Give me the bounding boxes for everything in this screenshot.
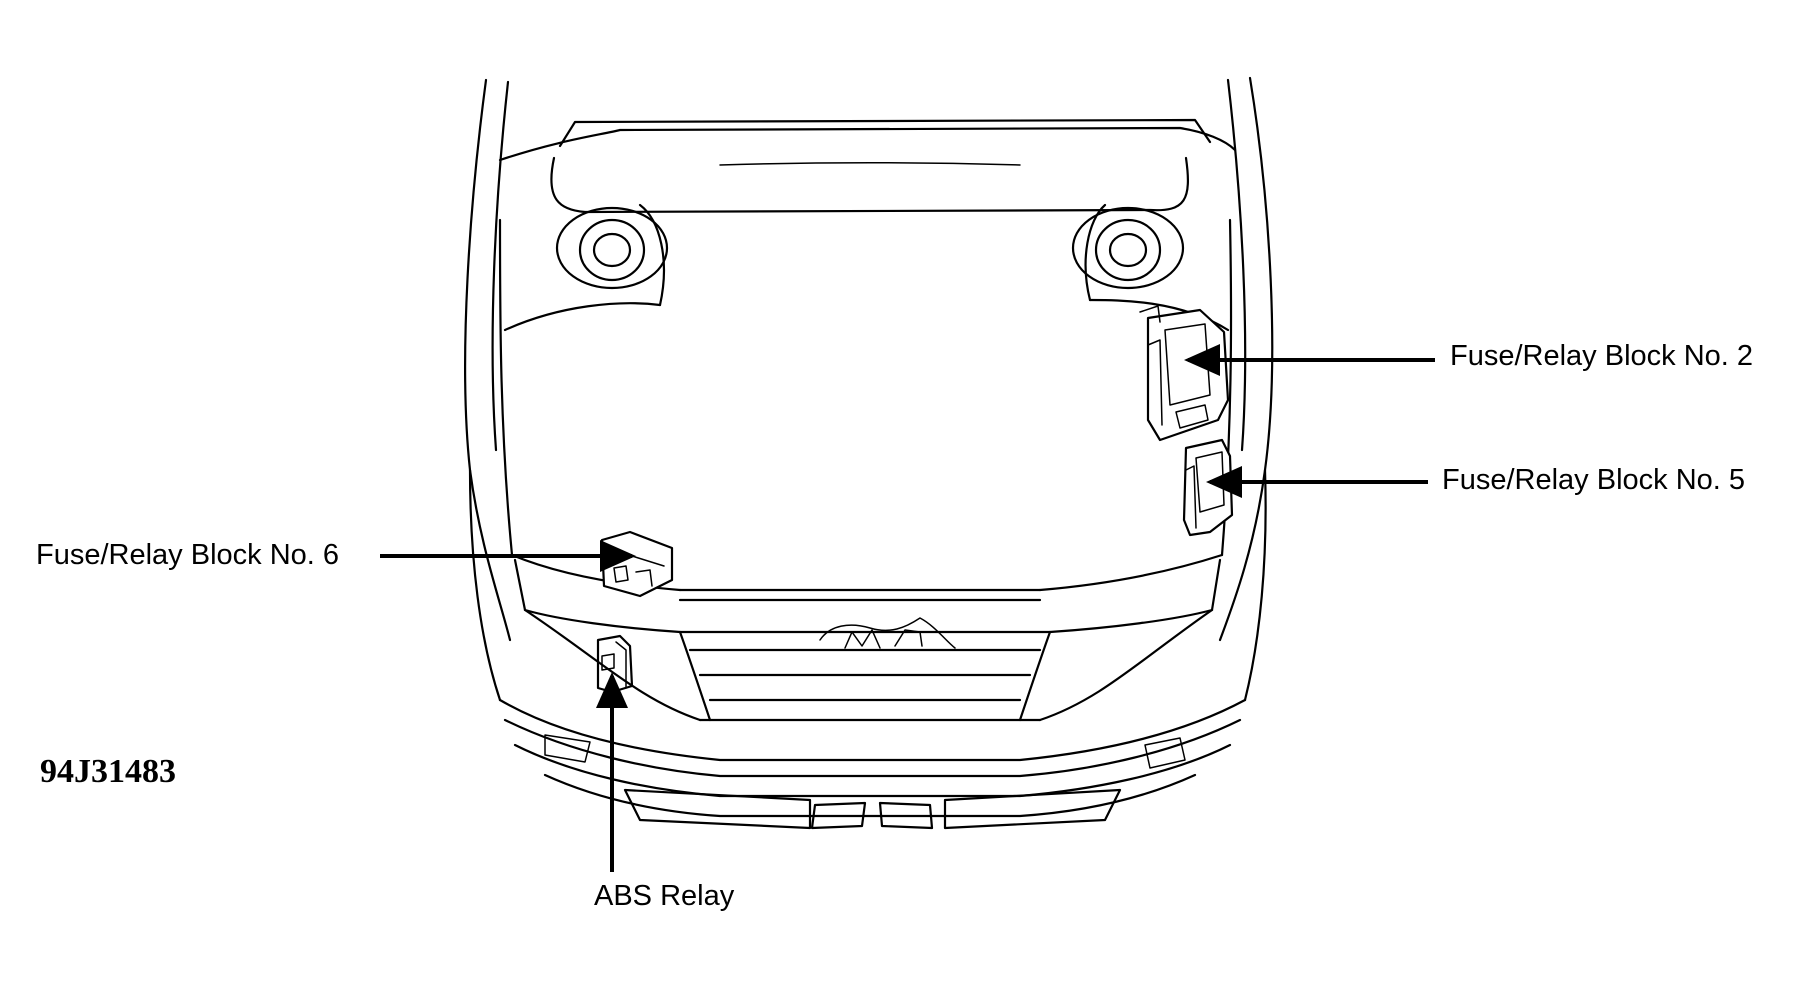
label-fuse-relay-block-5: Fuse/Relay Block No. 5	[1442, 464, 1746, 496]
abs-relay	[596, 634, 634, 694]
fuse-relay-block-2	[1139, 305, 1230, 442]
strut-tower-left	[555, 206, 669, 290]
label-abs-relay: ABS Relay	[594, 880, 735, 912]
strut-tower-right	[1071, 206, 1185, 290]
figure-id: 94J31483	[40, 753, 176, 790]
fuse-relay-block-6	[600, 530, 674, 598]
label-fuse-relay-block-2: Fuse/Relay Block No. 2	[1450, 340, 1754, 372]
engine-bay-outline	[498, 203, 1233, 592]
label-fuse-relay-block-6: Fuse/Relay Block No. 6	[36, 539, 340, 571]
leader-lines	[380, 344, 1435, 872]
hood-panel	[464, 76, 1274, 642]
front-bumper	[468, 468, 1267, 830]
fuse-relay-block-5	[1182, 438, 1234, 537]
front-grille	[513, 558, 1222, 722]
